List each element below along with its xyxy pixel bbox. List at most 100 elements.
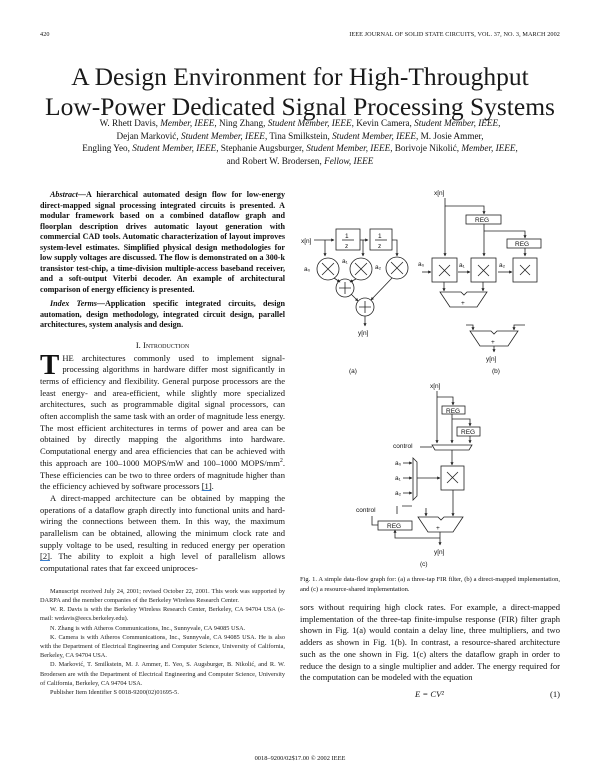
left-column: Abstract—A hierarchical automated design… xyxy=(40,190,285,697)
right-column: Fig. 1. A simple data-flow graph for: (a… xyxy=(300,575,560,700)
footnote: Manuscript received July 24, 2001; revis… xyxy=(40,587,285,605)
footnote: W. R. Davis is with the Berkeley Wireles… xyxy=(40,606,285,623)
footnote: K. Camera is with Atheros Communications… xyxy=(40,633,285,660)
paper-title: A Design Environment for High-Throughput… xyxy=(0,62,600,122)
text: . These efficiencies can be two to three… xyxy=(40,457,285,492)
author-line: and Robert W. Brodersen, Fellow, IEEE xyxy=(20,155,580,168)
control-label: control xyxy=(356,507,376,514)
multiplier-block xyxy=(470,257,497,283)
output-label: y[n] xyxy=(486,356,497,363)
abstract-paragraph: Abstract—A hierarchical automated design… xyxy=(40,190,285,295)
section-title: Introduction xyxy=(142,339,190,350)
author-role: Student Member, IEEE xyxy=(180,130,265,141)
journal-header: IEEE JOURNAL OF SOLID STATE CIRCUITS, VO… xyxy=(349,31,560,38)
coefficient-label: a₁ xyxy=(342,258,349,265)
input-label: x[n] xyxy=(434,190,445,197)
adder-block xyxy=(417,516,464,533)
abstract-text: A hierarchical automated design flow for… xyxy=(40,190,285,294)
superscript: 2 xyxy=(279,457,283,464)
intro-paragraph-2: A direct-mapped architecture can be obta… xyxy=(40,493,285,575)
coefficient-label: a₀ xyxy=(304,266,311,273)
multiplier-node xyxy=(316,257,340,281)
footnotes: Manuscript received July 24, 2001; revis… xyxy=(40,587,285,697)
delay-numerator: 1 xyxy=(378,233,382,240)
register-block xyxy=(456,426,481,437)
figure-1a-fir-graph: x[n] 1z 1z a₀ a₁ a₂ y[n] (a) xyxy=(301,228,409,375)
register-label: REG xyxy=(387,523,401,530)
author-name: , Ning Zhang, xyxy=(214,118,268,128)
author-role: Student Member, IEEE xyxy=(332,130,417,141)
multiplier-node xyxy=(349,257,373,281)
abstract-label: Abstract— xyxy=(50,190,86,199)
author-role: Member, IEEE xyxy=(160,118,215,128)
author-line: Dejan Marković, Student Member, IEEE, Ti… xyxy=(20,130,580,143)
input-label: x[n] xyxy=(301,238,312,245)
author-role: Fellow, IEEE xyxy=(324,155,374,166)
coefficient-label: a₀ xyxy=(395,460,402,467)
coefficient-label: a₁ xyxy=(395,475,402,482)
author-name: , Tina Smilkstein, xyxy=(264,130,333,141)
multiplexer xyxy=(412,457,418,501)
footnote: Publisher Item Identifier S 0018-9200(02… xyxy=(50,689,179,697)
text: . xyxy=(211,481,214,492)
register-block xyxy=(506,238,542,249)
author-role: Student Member, IEEE xyxy=(414,118,499,128)
abstract: Abstract—A hierarchical automated design… xyxy=(40,190,285,331)
author-name: , Borivoje Nikolić, xyxy=(390,143,462,154)
author-name: , xyxy=(515,143,518,154)
register-label: REG xyxy=(515,241,529,248)
author-name: W. Rhett Davis, xyxy=(99,118,161,128)
figure-1b-direct-mapped: x[n] REG REG a₀ a₁ a₂ + + y[n] (b) xyxy=(418,190,542,375)
equation: E = CV² xyxy=(415,688,444,699)
register-block xyxy=(465,214,502,225)
multiplier-block xyxy=(440,465,465,491)
copyright-footer: 0018–9200/02$17.00 © 2002 IEEE xyxy=(254,755,346,762)
text: A direct-mapped architecture can be obta… xyxy=(40,492,285,550)
footnote: D. Marković, T. Smilkstein, M. J. Ammer,… xyxy=(40,661,285,687)
multiplier-block xyxy=(431,257,458,283)
author-name: , xyxy=(498,118,501,128)
output-label: y[n] xyxy=(434,549,445,556)
author-line: W. Rhett Davis, Member, IEEE, Ning Zhang… xyxy=(20,117,580,130)
control-label: control xyxy=(393,443,413,450)
plus-icon: + xyxy=(461,300,465,307)
delay-denominator: z xyxy=(378,243,381,250)
plus-icon: + xyxy=(436,525,440,532)
equation-number: (1) xyxy=(549,688,560,699)
adder-node xyxy=(335,278,355,298)
output-label: y[n] xyxy=(358,330,369,337)
index-terms-text: Application specific integrated circuits… xyxy=(40,299,285,329)
author-line: Engling Yeo, Student Member, IEEE, Steph… xyxy=(20,142,580,155)
coefficient-label: a₁ xyxy=(459,262,466,269)
coefficient-label: a₀ xyxy=(418,261,425,268)
drop-cap: T xyxy=(40,348,60,381)
index-terms-label: Index Terms— xyxy=(50,299,106,308)
title-line-2: Low-Power Dedicated Signal Processing Sy… xyxy=(45,92,555,121)
multiplier-node xyxy=(385,256,409,280)
citation-link[interactable]: [2] xyxy=(40,551,50,562)
citation-link[interactable]: [1] xyxy=(201,481,212,492)
multiplexer xyxy=(431,444,473,451)
coefficient-label: a₂ xyxy=(395,490,402,497)
title-line-1: A Design Environment for High-Throughput xyxy=(71,62,529,91)
author-role: Student Member, IEEE xyxy=(267,118,352,128)
author-role: Member, IEEE xyxy=(461,143,516,154)
text: . The ability to exploit a high level of… xyxy=(40,551,285,574)
author-list: W. Rhett Davis, Member, IEEE, Ning Zhang… xyxy=(20,117,580,167)
register-block xyxy=(441,405,466,415)
coefficient-label: a₂ xyxy=(375,264,382,271)
multiplier-block xyxy=(512,257,538,283)
equation-1: E = CV² (1) xyxy=(300,688,560,700)
register-label: REG xyxy=(475,217,489,224)
author-name: , Stephanie Augsburger, xyxy=(216,143,307,154)
author-role: Student Member, IEEE xyxy=(132,143,217,154)
adder-block xyxy=(439,291,488,308)
coefficient-label: a₂ xyxy=(499,262,506,269)
subfigure-label: (c) xyxy=(420,561,428,568)
author-role: Student Member, IEEE xyxy=(306,143,391,154)
adder-block xyxy=(469,330,519,347)
index-terms: Index Terms—Application specific integra… xyxy=(40,299,285,331)
figure-1c-resource-shared: x[n] REG REG control a₀ a₁ a₂ + REG cont… xyxy=(356,383,481,568)
